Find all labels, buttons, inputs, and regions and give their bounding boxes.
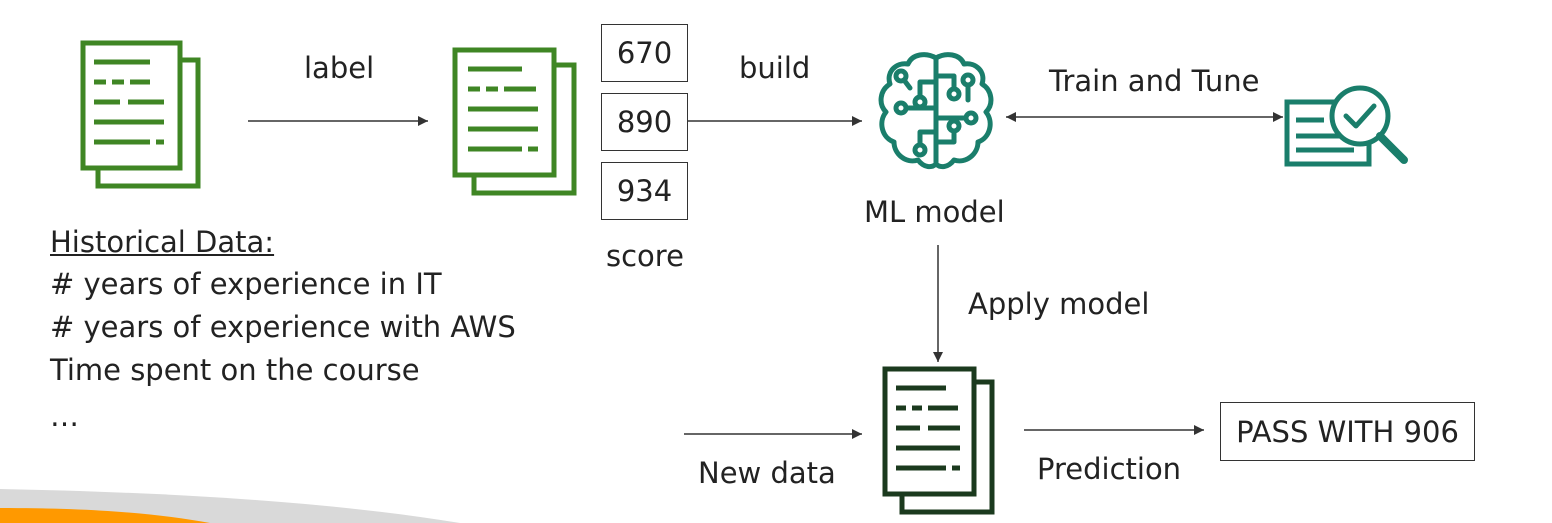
historical-line-2: # years of experience with AWS — [50, 310, 516, 344]
search-document-icon — [1284, 85, 1408, 167]
score-text: score — [606, 239, 684, 273]
historical-line-4: … — [50, 399, 79, 433]
historical-data-title: Historical Data: — [50, 225, 275, 259]
prediction-text: Prediction — [1037, 452, 1182, 486]
brain-icon — [878, 52, 994, 170]
train-tune-text: Train and Tune — [1049, 64, 1260, 98]
prediction-result-box: PASS WITH 906 — [1220, 402, 1475, 461]
historical-document-icon — [80, 40, 201, 189]
score-box-2: 890 — [601, 93, 688, 151]
labeled-document-icon — [452, 47, 577, 196]
label-text: label — [304, 51, 375, 85]
historical-line-3: Time spent on the course — [50, 353, 420, 387]
build-text: build — [739, 51, 811, 85]
new-data-document-icon — [882, 366, 995, 515]
ml-model-text: ML model — [864, 195, 1005, 229]
score-box-3: 934 — [601, 162, 688, 220]
new-data-text: New data — [698, 456, 836, 490]
historical-line-1: # years of experience in IT — [50, 267, 442, 301]
score-box-1: 670 — [601, 24, 688, 82]
apply-model-text: Apply model — [968, 287, 1150, 321]
